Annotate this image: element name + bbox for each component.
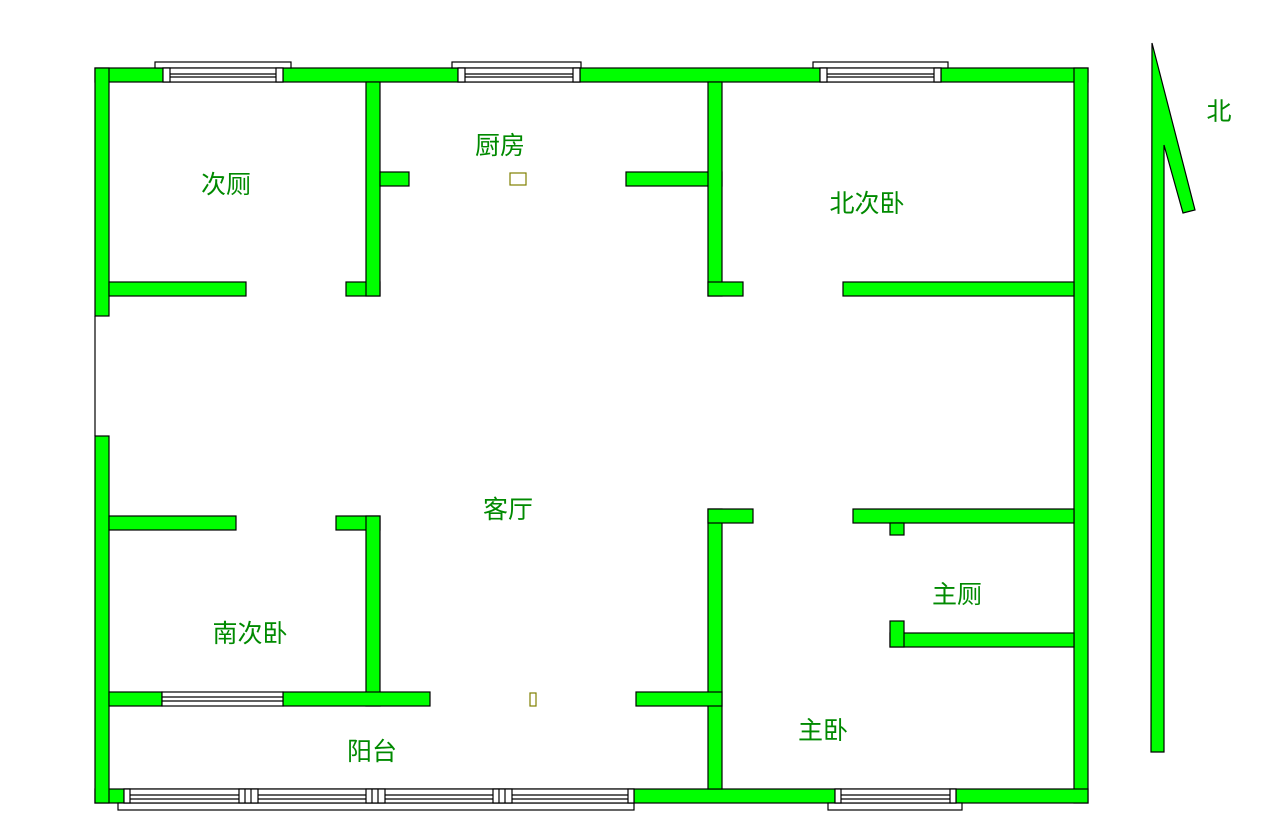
north-label: 北 [1206,97,1231,126]
room-label-south-bedroom: 南次卧 [212,619,287,648]
room-label-kitchen: 厨房 [475,131,525,160]
windows [117,61,963,811]
room-label-living-room: 客厅 [483,495,533,524]
room-label-balcony: 阳台 [347,737,397,766]
fixture-marker [509,172,527,186]
room-label-master-bathroom: 主厕 [932,580,982,609]
room-label-secondary-bathroom: 次厕 [201,170,251,199]
room-label-north-bedroom: 北次卧 [829,189,904,218]
interior-walls [108,81,1075,790]
north-arrow-icon [1150,42,1196,753]
room-label-master-bedroom: 主卧 [798,716,848,745]
fixture-marker [529,692,537,707]
